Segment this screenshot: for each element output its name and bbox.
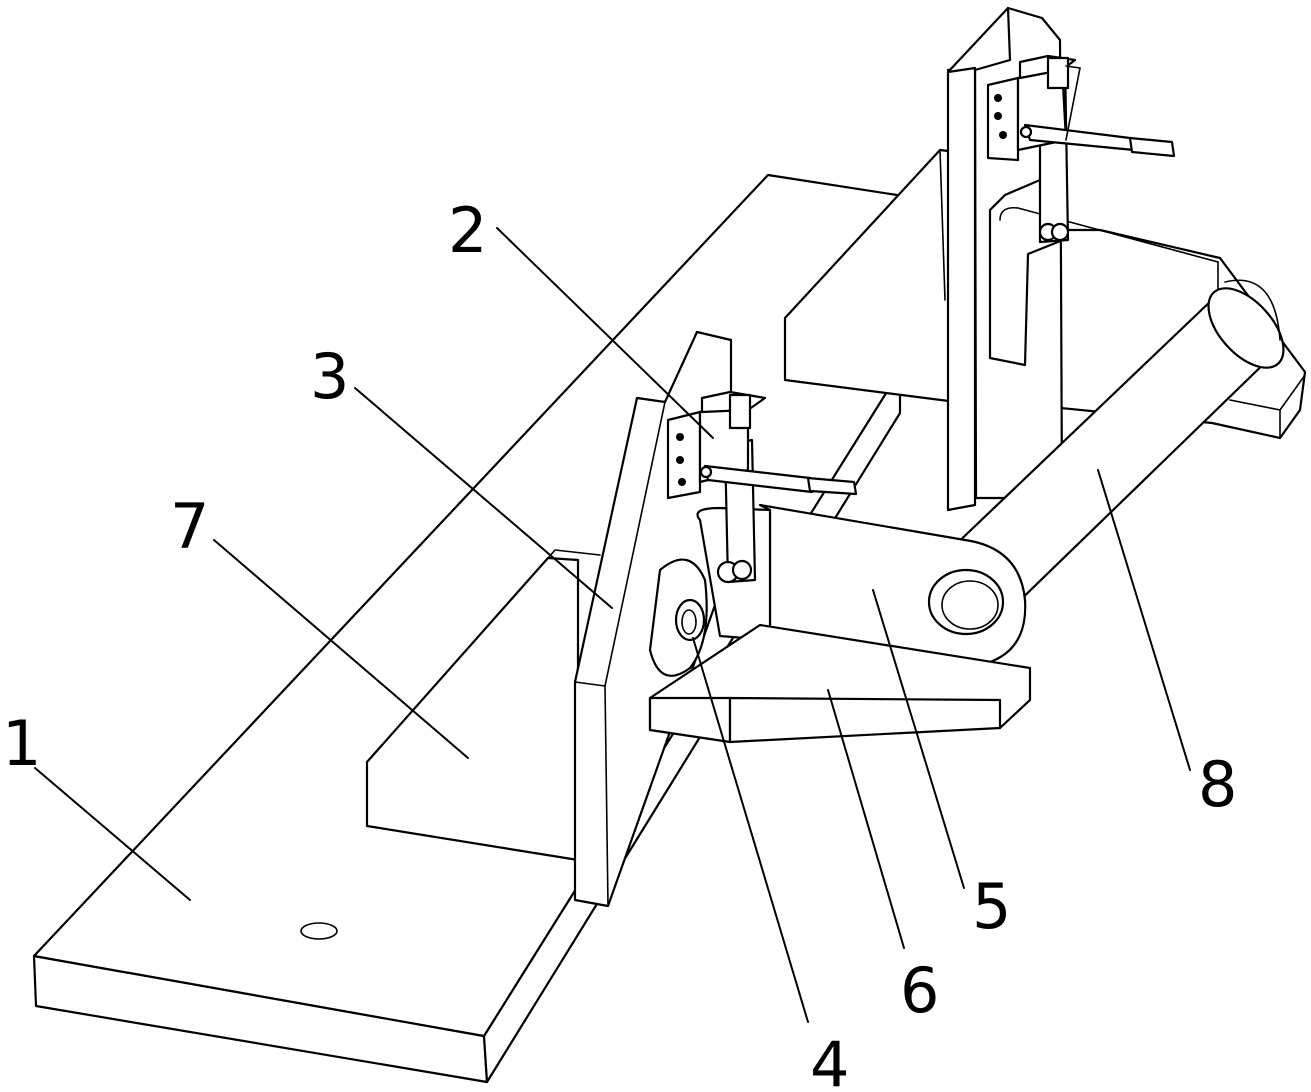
- leader-8: [1097, 469, 1191, 771]
- label-5: 5: [972, 870, 1011, 943]
- label-8: 8: [1198, 748, 1237, 821]
- rear-toggle-clamp: [986, 54, 1176, 162]
- label-4: 4: [810, 1028, 849, 1092]
- front-support-plate: [648, 623, 1032, 744]
- label-7: 7: [170, 490, 209, 563]
- label-3: 3: [310, 340, 349, 413]
- mounting-hole: [300, 922, 338, 940]
- leader-lines: [34, 227, 1191, 1023]
- label-2: 2: [448, 194, 487, 267]
- leader-7: [213, 539, 469, 759]
- leader-1: [34, 767, 191, 901]
- leader-3: [354, 387, 613, 609]
- part-labels: 1 2 3 4 5 6 7 8: [2, 194, 1237, 1092]
- front-toggle-clamp: [666, 390, 858, 500]
- leader-5: [872, 589, 965, 889]
- label-1: 1: [2, 707, 41, 780]
- leader-4: [692, 637, 809, 1023]
- label-6: 6: [900, 954, 939, 1027]
- leader-6: [827, 689, 905, 949]
- leader-2: [496, 227, 714, 439]
